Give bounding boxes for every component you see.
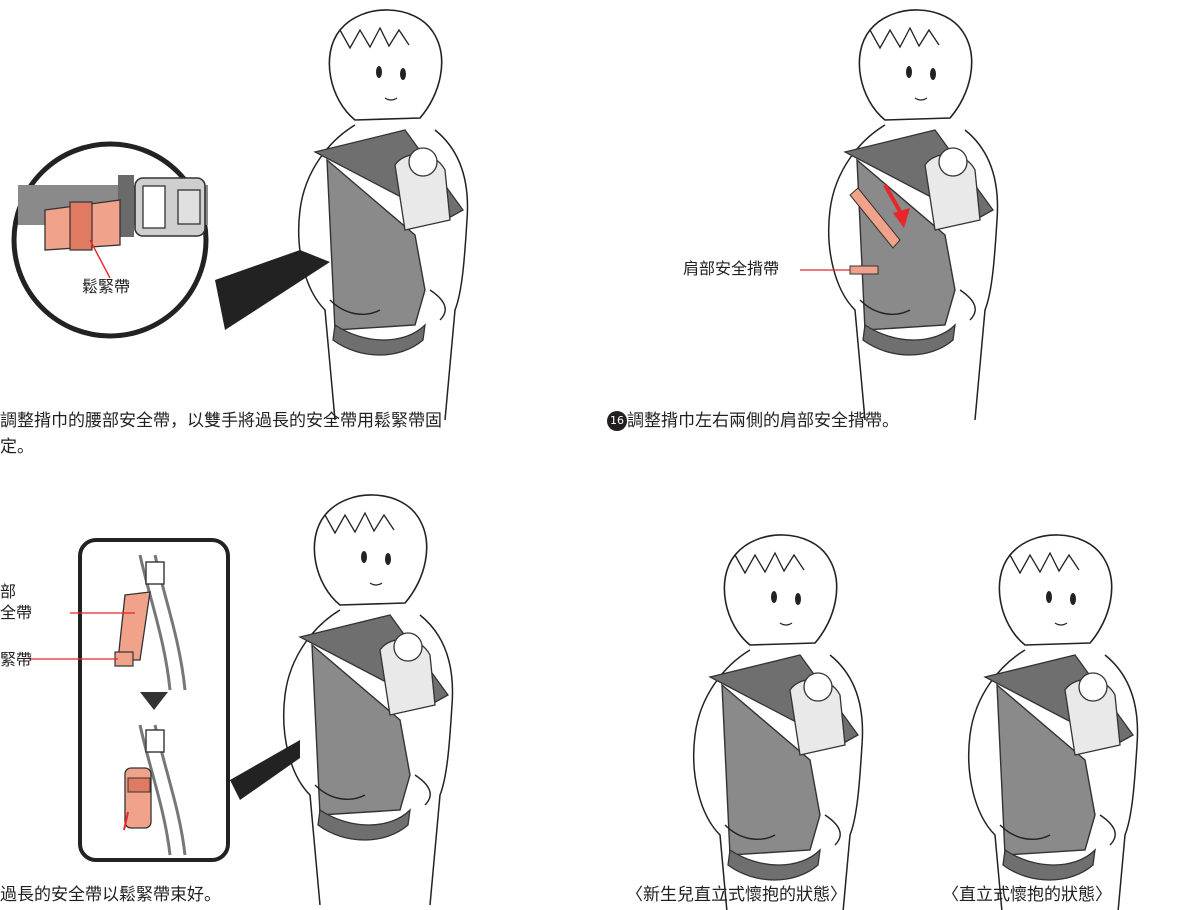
callout-elastic-band: 鬆緊帶 bbox=[82, 277, 131, 296]
caption-newborn: 〈新生兒直立式懷抱的狀態〉 bbox=[626, 885, 847, 905]
callout-shoulder-safety-b: 全帶 bbox=[0, 603, 33, 622]
step16-text-body: 調整揹巾左右兩側的肩部安全揹帶。 bbox=[627, 411, 899, 431]
callout-elastic-band-2: 緊帶 bbox=[0, 650, 33, 669]
callout-shoulder-strap: 肩部安全揹帶 bbox=[683, 259, 780, 278]
down-triangle-icon bbox=[140, 692, 168, 710]
step16-number-badge: 16 bbox=[607, 411, 627, 431]
step17-text: 過長的安全帶以鬆緊帶束好。 bbox=[0, 885, 221, 905]
zoom-circle-waist-belt bbox=[11, 141, 330, 339]
caption-upright: 〈直立式懷抱的狀態〉 bbox=[942, 885, 1112, 905]
mother-figure-newborn bbox=[692, 534, 864, 910]
mother-figure-upright bbox=[967, 534, 1139, 910]
mother-figure bbox=[297, 9, 469, 421]
mother-figure-step16 bbox=[827, 9, 999, 421]
callout-shoulder-safety-a: 部 bbox=[0, 582, 17, 601]
mother-figure-step17 bbox=[282, 494, 454, 906]
down-arrow-icon bbox=[893, 208, 910, 228]
step15-text-line1: 調整揹巾的腰部安全帶，以雙手將過長的安全帶用鬆緊帶固 bbox=[0, 411, 442, 431]
strap-detail-panel bbox=[30, 538, 300, 862]
step15-text-line2: 定。 bbox=[0, 437, 34, 457]
shoulder-strap-highlight bbox=[800, 184, 910, 275]
